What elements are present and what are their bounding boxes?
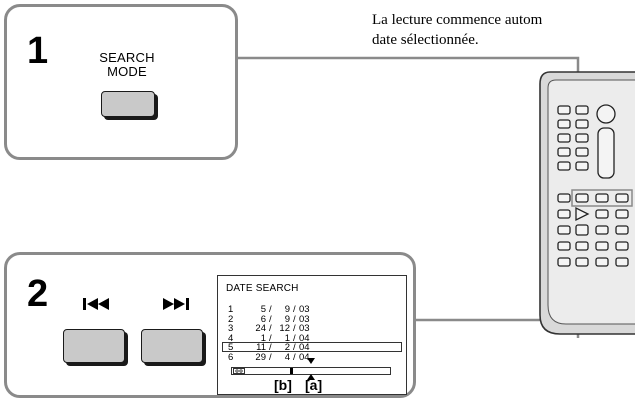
next-button[interactable]: [141, 329, 203, 363]
label-b: [b]: [274, 377, 292, 393]
row-index: 6: [228, 351, 234, 363]
row-month: 4: [284, 351, 290, 363]
search-mode-button[interactable]: [101, 91, 155, 117]
row-index: 1: [228, 304, 234, 315]
search-mode-label-line-1: SEARCH: [99, 50, 155, 65]
row-index: 3: [228, 323, 234, 334]
row-index: 2: [228, 313, 234, 325]
step-number: 2: [27, 273, 49, 315]
row-day: 5: [260, 304, 266, 315]
row-year: 04: [299, 351, 310, 363]
row-separator: /: [293, 313, 296, 325]
previous-button[interactable]: [63, 329, 125, 363]
label-a: [a]: [305, 377, 323, 393]
row-separator: /: [269, 313, 272, 325]
row-separator: /: [269, 332, 272, 344]
row-separator: /: [293, 304, 296, 315]
caption-line-1: La lecture commence autom: [372, 12, 543, 28]
cassette-icon: [233, 368, 247, 374]
row-month: 1: [284, 332, 290, 344]
row-separator: /: [293, 332, 296, 344]
row-day: 11: [256, 342, 266, 353]
screen-title: DATE SEARCH: [226, 283, 299, 294]
row-separator: /: [269, 342, 272, 353]
row-year: 03: [299, 304, 310, 315]
row-year: 03: [299, 313, 310, 325]
row-day: 6: [260, 313, 266, 325]
row-day: 29: [255, 351, 266, 363]
row-separator: /: [293, 351, 296, 363]
search-mode-label-line-2: MODE: [107, 64, 147, 79]
search-mode-label: SEARCH MODE: [87, 51, 167, 79]
row-month: 2: [284, 342, 290, 353]
step-number: 1: [27, 30, 49, 72]
caption: La lecture commence autom date sélection…: [372, 10, 635, 50]
row-year: 04: [299, 332, 310, 344]
row-index: 5: [228, 342, 234, 353]
row-month: 12: [279, 323, 290, 334]
row-index: 4: [228, 332, 234, 344]
caption-line-2: date sélectionnée.: [372, 32, 479, 48]
current-position-marker: [290, 368, 293, 374]
row-separator: /: [293, 342, 296, 353]
position-indicator-down-icon: [307, 358, 315, 364]
row-separator: /: [293, 323, 296, 334]
row-day: 24: [255, 323, 266, 334]
row-year: 03: [299, 323, 310, 334]
row-separator: /: [269, 351, 272, 363]
position-indicator-up-icon: [307, 374, 315, 380]
row-day: 1: [260, 332, 266, 344]
selected-row-highlight: [222, 341, 402, 352]
step-1-panel: 1 SEARCH MODE: [4, 4, 238, 160]
skip-back-icon: [83, 298, 109, 310]
row-month: 9: [284, 304, 290, 315]
skip-forward-icon: [163, 298, 189, 310]
row-year: 04: [299, 342, 310, 353]
row-separator: /: [269, 304, 272, 315]
row-month: 9: [284, 313, 290, 325]
remote-control: [539, 71, 635, 335]
row-separator: /: [269, 323, 272, 334]
